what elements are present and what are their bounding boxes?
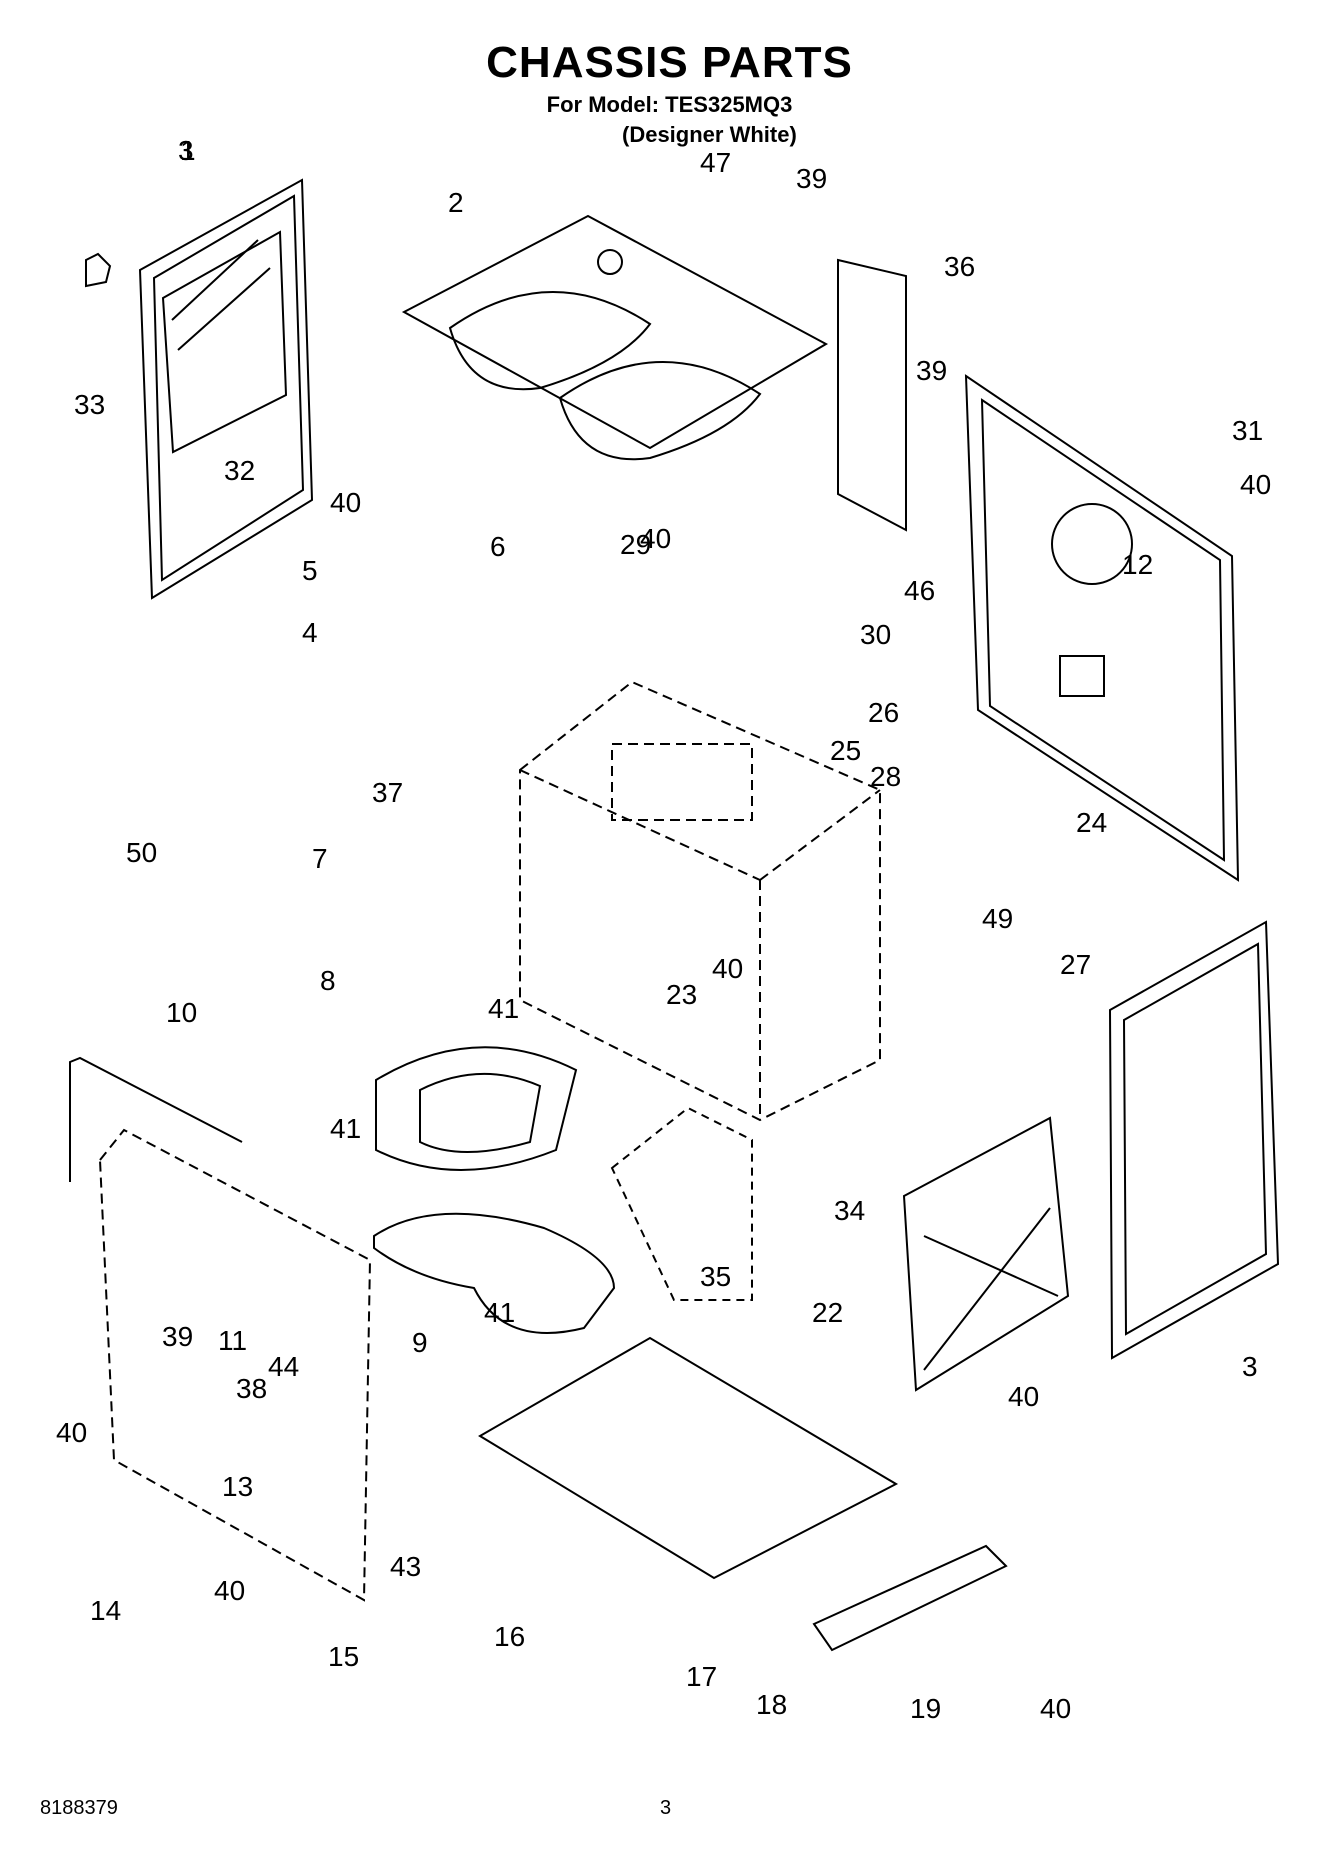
callout-number: 40 — [330, 487, 361, 518]
callout-number: 32 — [224, 455, 255, 486]
callout-number: 16 — [494, 1621, 525, 1652]
page-title: CHASSIS PARTS — [486, 38, 853, 87]
oven-cavity — [519, 680, 881, 1122]
callout-number: 40 — [56, 1417, 87, 1448]
callout-number: 41 — [488, 993, 519, 1024]
callout-number: 26 — [868, 697, 899, 728]
callout-number: 8 — [320, 965, 336, 996]
bake-element — [375, 1046, 578, 1171]
callout-number: 39 — [796, 163, 827, 194]
callout-number: 40 — [640, 523, 671, 554]
cooktop-panel — [401, 214, 829, 461]
callout-number: 4 — [302, 617, 318, 648]
callout-number: 9 — [412, 1327, 428, 1358]
bottom-panel — [478, 1336, 899, 1580]
callout-number: 30 — [860, 619, 891, 650]
callout-number: 40 — [1240, 469, 1271, 500]
callout-number: 50 — [126, 837, 157, 868]
clip-part — [85, 252, 112, 288]
callout-number: 3 — [1242, 1351, 1258, 1382]
callout-number: 41 — [330, 1113, 361, 1144]
callout-number: 25 — [830, 735, 861, 766]
callout-number: 1 — [180, 135, 196, 166]
color-line: (Designer White) — [622, 122, 797, 147]
doc-number: 8188379 — [40, 1797, 118, 1819]
callout-number: 22 — [812, 1297, 843, 1328]
callout-number: 15 — [328, 1641, 359, 1672]
gasket — [69, 1056, 243, 1182]
callout-number: 24 — [1076, 807, 1107, 838]
back-panel — [964, 374, 1240, 882]
left-side-panel — [138, 178, 314, 600]
callout-number: 29 — [620, 529, 651, 560]
leveling-rail — [812, 1544, 1008, 1652]
callout-number: 39 — [916, 355, 947, 386]
callout-number: 3 — [178, 135, 194, 166]
callout-number: 11 — [218, 1325, 247, 1356]
page-number: 3 — [660, 1797, 672, 1819]
callout-number: 44 — [268, 1351, 299, 1382]
callout-number: 18 — [756, 1689, 787, 1720]
callout-number: 7 — [312, 843, 328, 874]
callout-number: 10 — [166, 997, 197, 1028]
callout-number: 40 — [214, 1575, 245, 1606]
callout-number: 28 — [870, 761, 901, 792]
callout-number: 36 — [944, 251, 975, 282]
callout-number: 47 — [700, 147, 731, 178]
model-line: For Model: TES325MQ3 — [546, 92, 793, 117]
callout-number: 19 — [910, 1693, 941, 1724]
callout-number: 37 — [372, 777, 403, 808]
cavity-side-panel — [902, 1116, 1070, 1392]
callout-number: 38 — [236, 1373, 267, 1404]
callout-number: 35 — [700, 1261, 731, 1292]
door-frame — [98, 1128, 372, 1602]
callout-number: 12 — [1122, 549, 1153, 580]
callout-number: 40 — [1008, 1381, 1039, 1412]
broil-element — [373, 1212, 616, 1334]
bracket-panel — [837, 258, 907, 532]
callout-number: 2 — [448, 187, 464, 218]
callout-number: 27 — [1060, 949, 1091, 980]
callout-number: 31 — [1232, 415, 1263, 446]
callout-number: 14 — [90, 1595, 121, 1626]
callout-number: 43 — [390, 1551, 421, 1582]
callout-number: 46 — [904, 575, 935, 606]
right-side-panel — [1108, 920, 1280, 1360]
callout-number: 5 — [302, 555, 318, 586]
callout-number: 6 — [490, 531, 506, 562]
callout-number: 41 — [484, 1297, 515, 1328]
callout-number: 49 — [982, 903, 1013, 934]
callout-number: 23 — [666, 979, 697, 1010]
callout-number: 13 — [222, 1471, 253, 1502]
callout-number: 40 — [712, 953, 743, 984]
callout-number: 17 — [686, 1661, 717, 1692]
callout-number: 40 — [1040, 1693, 1071, 1724]
callout-number: 33 — [74, 389, 105, 420]
callout-number: 34 — [834, 1195, 865, 1226]
callout-number: 39 — [162, 1321, 193, 1352]
